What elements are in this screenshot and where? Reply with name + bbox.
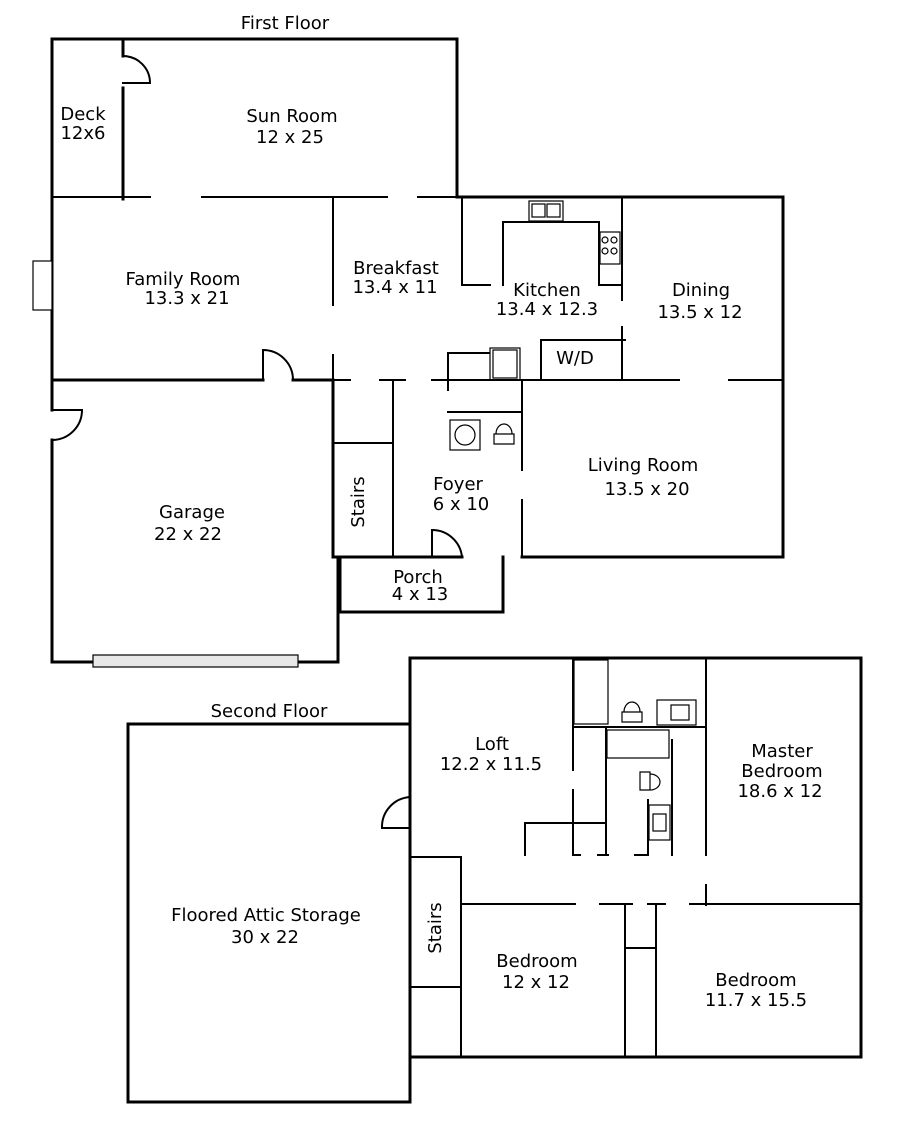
porch-size: 4 x 13 bbox=[392, 584, 448, 605]
stairs-label-first: Stairs bbox=[348, 476, 369, 527]
living-room-size: 13.5 x 20 bbox=[604, 479, 689, 500]
deck-label: Deck bbox=[60, 104, 106, 125]
attic-label: Floored Attic Storage bbox=[171, 905, 361, 926]
second-floor: Second Floor bbox=[126, 656, 863, 1104]
sun-room-label: Sun Room bbox=[246, 106, 337, 127]
living-room-label: Living Room bbox=[588, 455, 699, 476]
second-floor-title: Second Floor bbox=[211, 701, 328, 722]
upper-toilet bbox=[621, 701, 643, 723]
bath-walls bbox=[524, 657, 707, 906]
garage-door bbox=[92, 654, 299, 668]
hall-walls bbox=[460, 854, 862, 1058]
family-room-size: 13.3 x 21 bbox=[144, 288, 229, 309]
garage-side-door-swing bbox=[50, 409, 84, 442]
stairs-label-second: Stairs bbox=[425, 902, 446, 953]
shower bbox=[573, 659, 609, 725]
garage-label: Garage bbox=[159, 502, 225, 523]
laundry-closet-walls bbox=[447, 339, 626, 391]
bedroom-2-size: 11.7 x 15.5 bbox=[705, 990, 807, 1011]
sun-room-size: 12 x 25 bbox=[256, 127, 324, 148]
fireplace bbox=[32, 260, 53, 311]
deck-door-swing bbox=[121, 54, 152, 84]
kitchen-counters bbox=[461, 196, 623, 381]
bedroom-1-size: 12 x 12 bbox=[502, 972, 570, 993]
loft-size: 12.2 x 11.5 bbox=[440, 754, 542, 775]
first-floor-title: First Floor bbox=[241, 13, 330, 34]
dining-label: Dining bbox=[672, 280, 730, 301]
family-room-label: Family Room bbox=[126, 269, 241, 290]
upper-toilet-2 bbox=[639, 771, 661, 791]
kitchen-size: 13.4 x 12.3 bbox=[496, 299, 598, 320]
sun-room-walls bbox=[50, 37, 459, 201]
kitchen-label: Kitchen bbox=[513, 280, 581, 301]
garage-size: 22 x 22 bbox=[154, 524, 222, 545]
upper-stairs-walls bbox=[409, 856, 462, 1058]
breakfast-label: Breakfast bbox=[353, 258, 439, 279]
powder-toilet bbox=[493, 423, 515, 445]
garage-entry-door-swing bbox=[262, 348, 295, 382]
powder-room-walls bbox=[447, 379, 523, 558]
bedroom-2-label: Bedroom bbox=[715, 970, 796, 991]
deck-size: 12x6 bbox=[60, 123, 105, 144]
room-labels: Deck 12x6 Sun Room 12 x 25 Family Room 1… bbox=[60, 104, 822, 1011]
foyer-label: Foyer bbox=[433, 474, 483, 495]
first-floor: First Floor bbox=[32, 13, 785, 668]
garage-walls bbox=[50, 378, 340, 664]
porch-walls bbox=[338, 555, 505, 614]
loft-label: Loft bbox=[475, 734, 509, 755]
foyer-size: 6 x 10 bbox=[433, 494, 489, 515]
attic-size: 30 x 22 bbox=[231, 927, 299, 948]
dining-size: 13.5 x 12 bbox=[657, 302, 742, 323]
bathtub bbox=[606, 729, 670, 759]
master-bedroom-label: Master bbox=[751, 741, 813, 762]
porch-label: Porch bbox=[393, 567, 443, 588]
master-bedroom-label-line2: Bedroom bbox=[741, 761, 822, 782]
laundry-label: W/D bbox=[556, 348, 594, 369]
stairs-walls bbox=[332, 379, 394, 558]
front-door-swing bbox=[431, 528, 464, 559]
upper-house-walls bbox=[408, 656, 863, 1059]
attic-walls bbox=[126, 722, 412, 1104]
attic-door-swing bbox=[380, 795, 412, 829]
stove bbox=[599, 231, 621, 265]
bedroom-1-label: Bedroom bbox=[496, 951, 577, 972]
master-bedroom-size: 18.6 x 12 bbox=[737, 781, 822, 802]
breakfast-size: 13.4 x 11 bbox=[352, 277, 437, 298]
